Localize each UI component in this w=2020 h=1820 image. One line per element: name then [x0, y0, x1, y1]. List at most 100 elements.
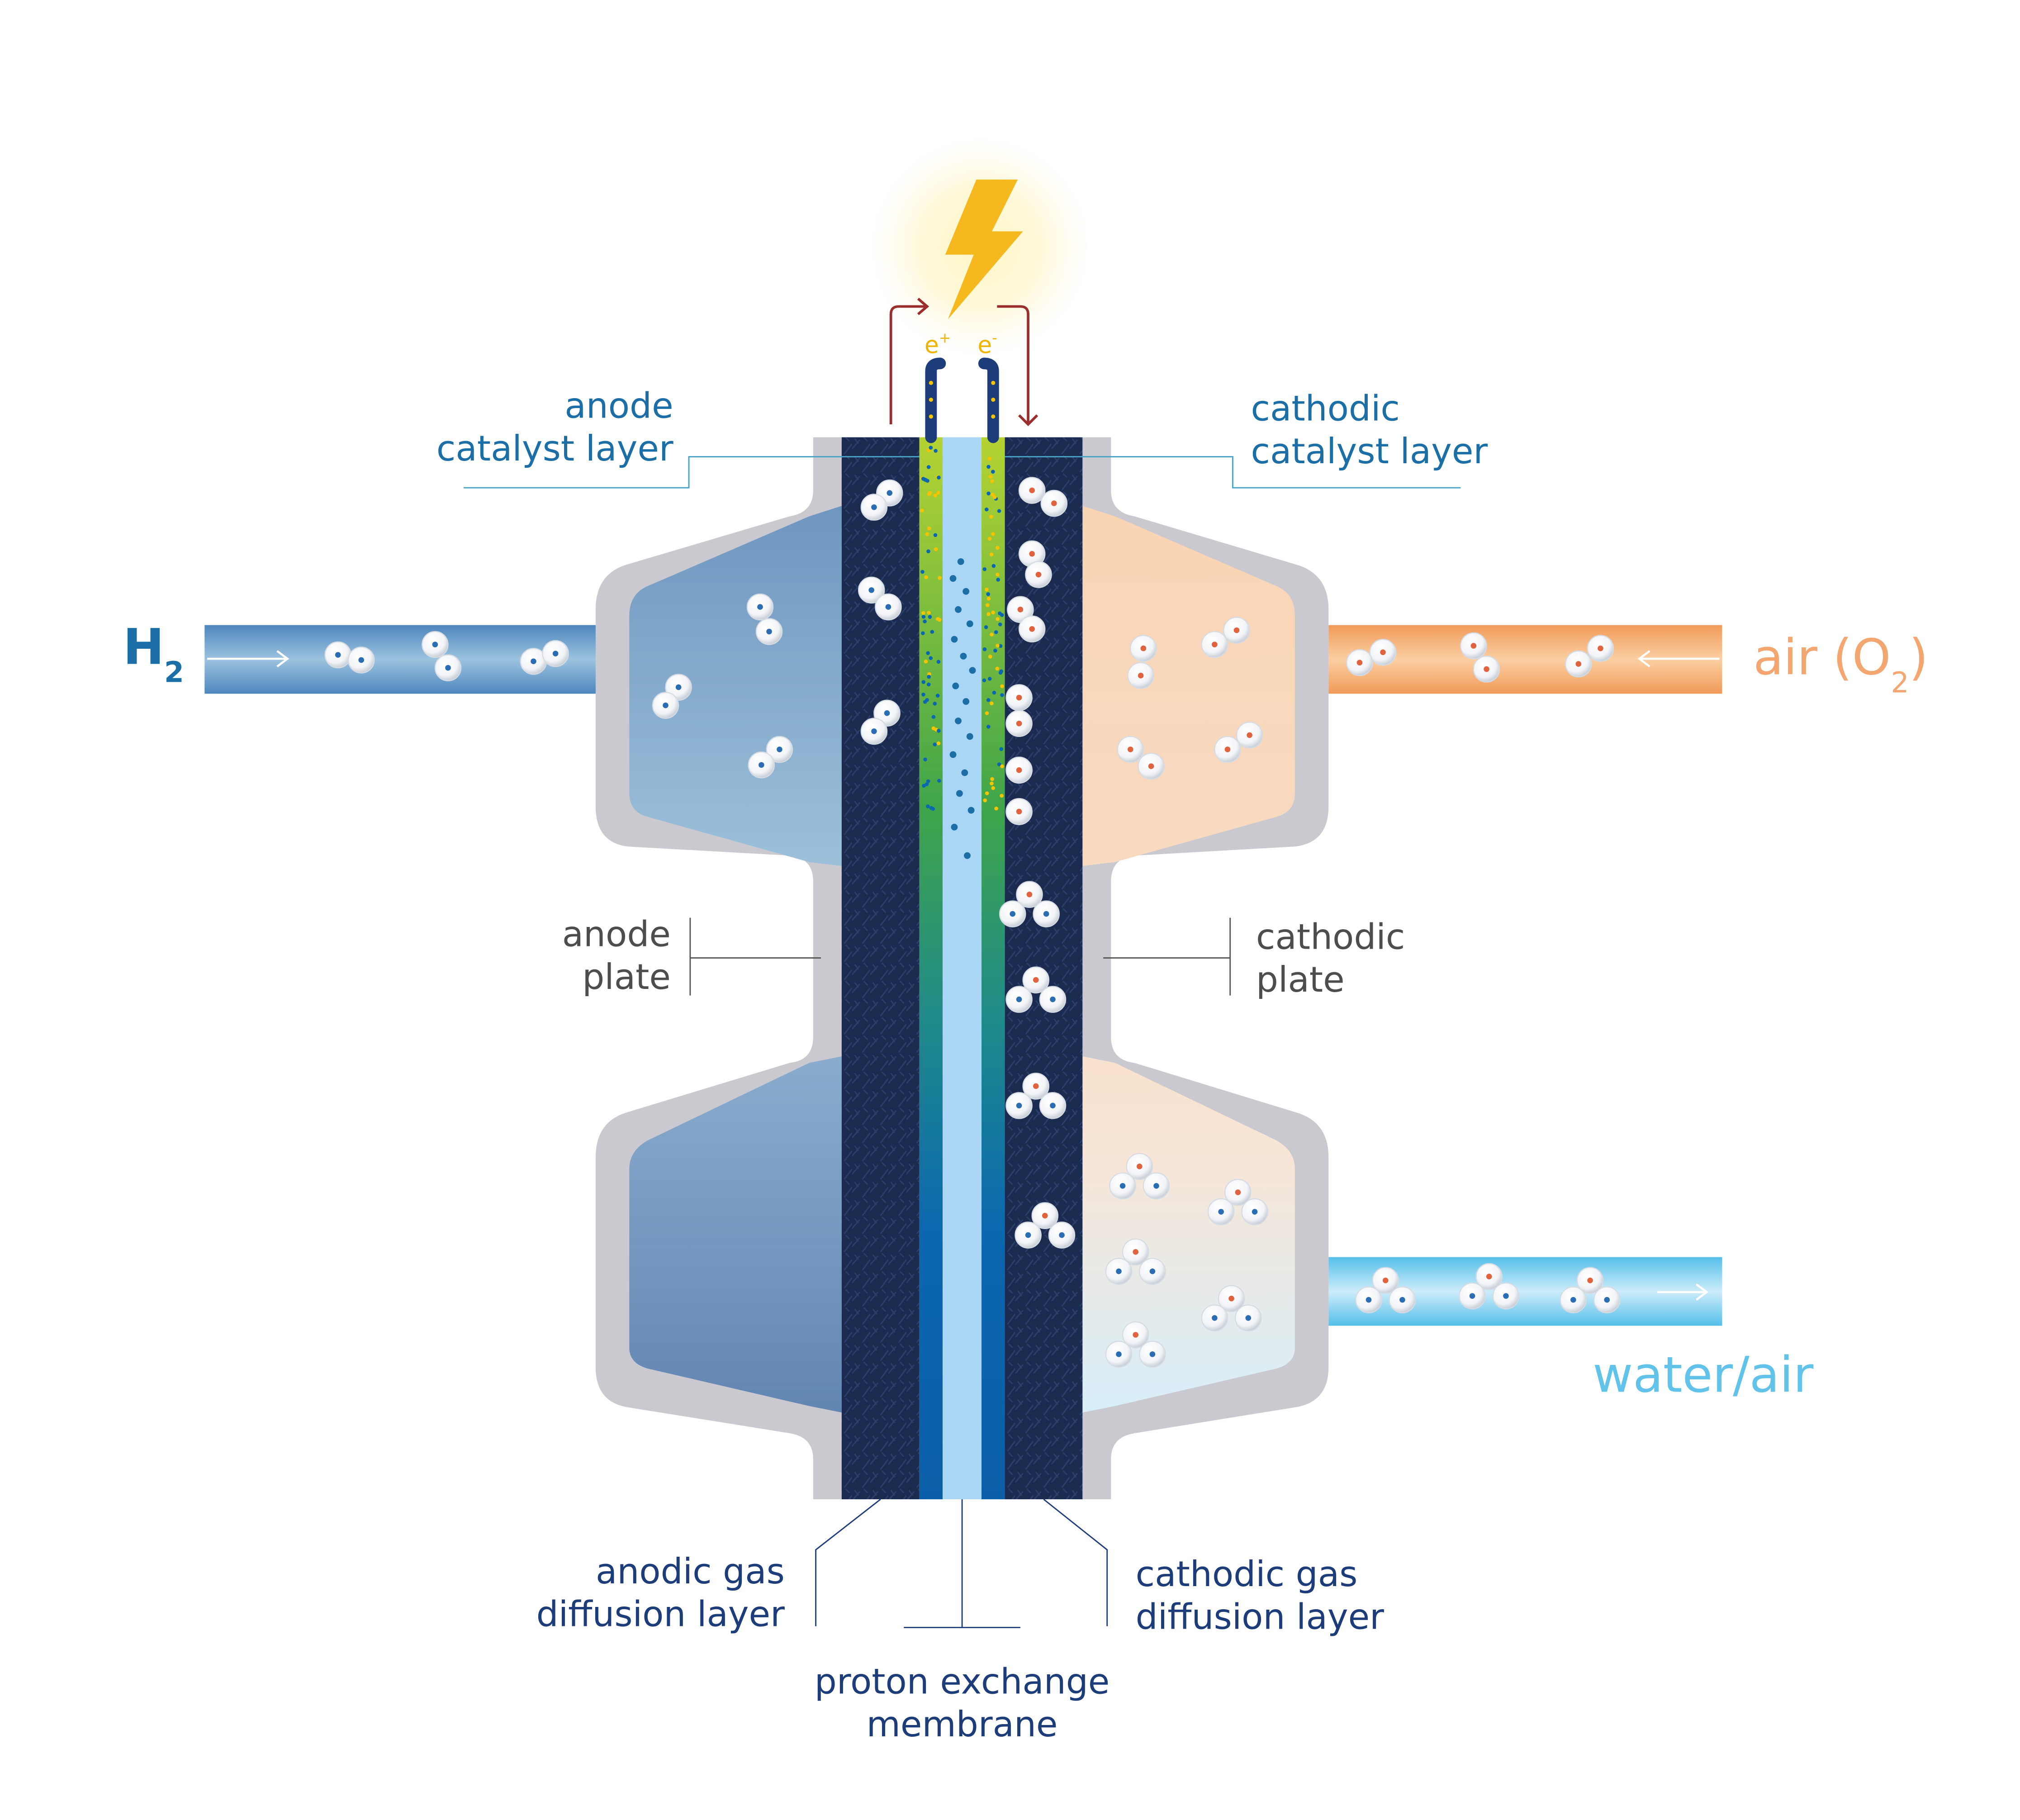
atom — [1022, 966, 1050, 993]
cathodic-gas-diffusion-layer — [1005, 437, 1083, 1500]
atom — [1587, 635, 1614, 662]
atom — [1039, 986, 1067, 1013]
atom — [1460, 632, 1487, 660]
atom — [1201, 631, 1228, 658]
atom — [324, 641, 351, 669]
electron-right-label: e- — [977, 330, 997, 359]
atom — [1475, 1263, 1503, 1290]
atom — [860, 494, 888, 521]
atom — [652, 692, 679, 719]
atom — [1593, 1286, 1621, 1313]
air-label: air (O2) — [1753, 628, 1928, 699]
atom — [1241, 1198, 1268, 1226]
atom — [1105, 1258, 1133, 1285]
atom — [434, 654, 462, 681]
atom — [1223, 617, 1250, 644]
atom — [1127, 662, 1154, 689]
atom — [1005, 986, 1033, 1013]
atom — [999, 900, 1026, 927]
circuit-in-line — [997, 305, 1029, 424]
atom — [542, 640, 569, 667]
atom — [1576, 1267, 1604, 1294]
atom — [1005, 1092, 1033, 1119]
atom — [1117, 736, 1144, 763]
anode-gas-chamber — [629, 506, 842, 1413]
atom — [1492, 1282, 1520, 1310]
atom — [1369, 639, 1397, 666]
atom — [1459, 1282, 1486, 1310]
atom — [748, 751, 775, 779]
atom — [1105, 1340, 1133, 1368]
atom — [858, 576, 885, 604]
atom — [1138, 752, 1165, 780]
atom — [1234, 1304, 1262, 1332]
atom — [1022, 1073, 1050, 1100]
atom — [1109, 1172, 1136, 1200]
cathodic-catalyst-layer — [982, 437, 1005, 1500]
membrane-leader — [904, 1499, 1020, 1628]
atom — [1048, 1221, 1076, 1249]
anode-terminal — [925, 357, 946, 443]
water-air-label: water/air — [1593, 1346, 1813, 1403]
atom — [1224, 1178, 1252, 1206]
atom — [1201, 1304, 1228, 1332]
atom — [1015, 1221, 1042, 1249]
circuit-out-line — [889, 305, 927, 424]
atom — [766, 736, 793, 763]
atom — [1033, 900, 1060, 927]
atom — [1025, 561, 1052, 588]
molecules — [324, 477, 1621, 1368]
atom — [1346, 649, 1373, 676]
proton-dots — [949, 558, 976, 859]
arrow-right-icon — [1657, 1283, 1709, 1301]
atom — [1018, 477, 1046, 504]
atom — [1139, 1258, 1166, 1285]
arrow-right-icon — [917, 298, 929, 315]
arrow-right-icon — [207, 650, 289, 668]
atom — [1207, 1198, 1235, 1226]
atom — [1143, 1172, 1170, 1200]
atom — [1560, 1286, 1587, 1313]
proton-exchange-membrane — [943, 437, 982, 1500]
atom — [1473, 656, 1500, 683]
atom — [1040, 489, 1068, 517]
atom — [1122, 1321, 1149, 1349]
atom — [1007, 596, 1034, 623]
atom — [1214, 736, 1241, 763]
atom — [1018, 615, 1046, 643]
anode-plate-leader — [689, 917, 821, 996]
atom — [1005, 684, 1033, 711]
atom — [1122, 1238, 1149, 1266]
lightning-bolt-icon — [945, 179, 1023, 320]
hydrogen-label: H2 — [123, 618, 184, 689]
arrow-down-icon — [1018, 414, 1038, 426]
atom — [875, 593, 902, 621]
cathode-terminal — [978, 357, 999, 443]
anode-catalyst-layer — [919, 437, 943, 1500]
atom — [1355, 1286, 1382, 1313]
anodic-gdl-leader — [815, 1498, 881, 1626]
atom — [746, 593, 774, 621]
atom — [755, 618, 783, 645]
atom — [1139, 1340, 1166, 1368]
atom — [1218, 1285, 1245, 1312]
electron-left-label: e+ — [925, 330, 951, 359]
atom — [1126, 1153, 1153, 1180]
cathodic-catalyst-leader — [1005, 456, 1461, 489]
atom — [1005, 756, 1033, 784]
atom — [1005, 798, 1033, 825]
atom — [1005, 710, 1033, 737]
cathodic-gdl-leader — [1043, 1498, 1108, 1626]
arrow-left-icon — [1637, 650, 1720, 668]
atom — [1130, 635, 1157, 662]
atom — [1016, 881, 1043, 908]
atom — [1389, 1286, 1416, 1313]
catalyst-particles — [920, 446, 1004, 811]
